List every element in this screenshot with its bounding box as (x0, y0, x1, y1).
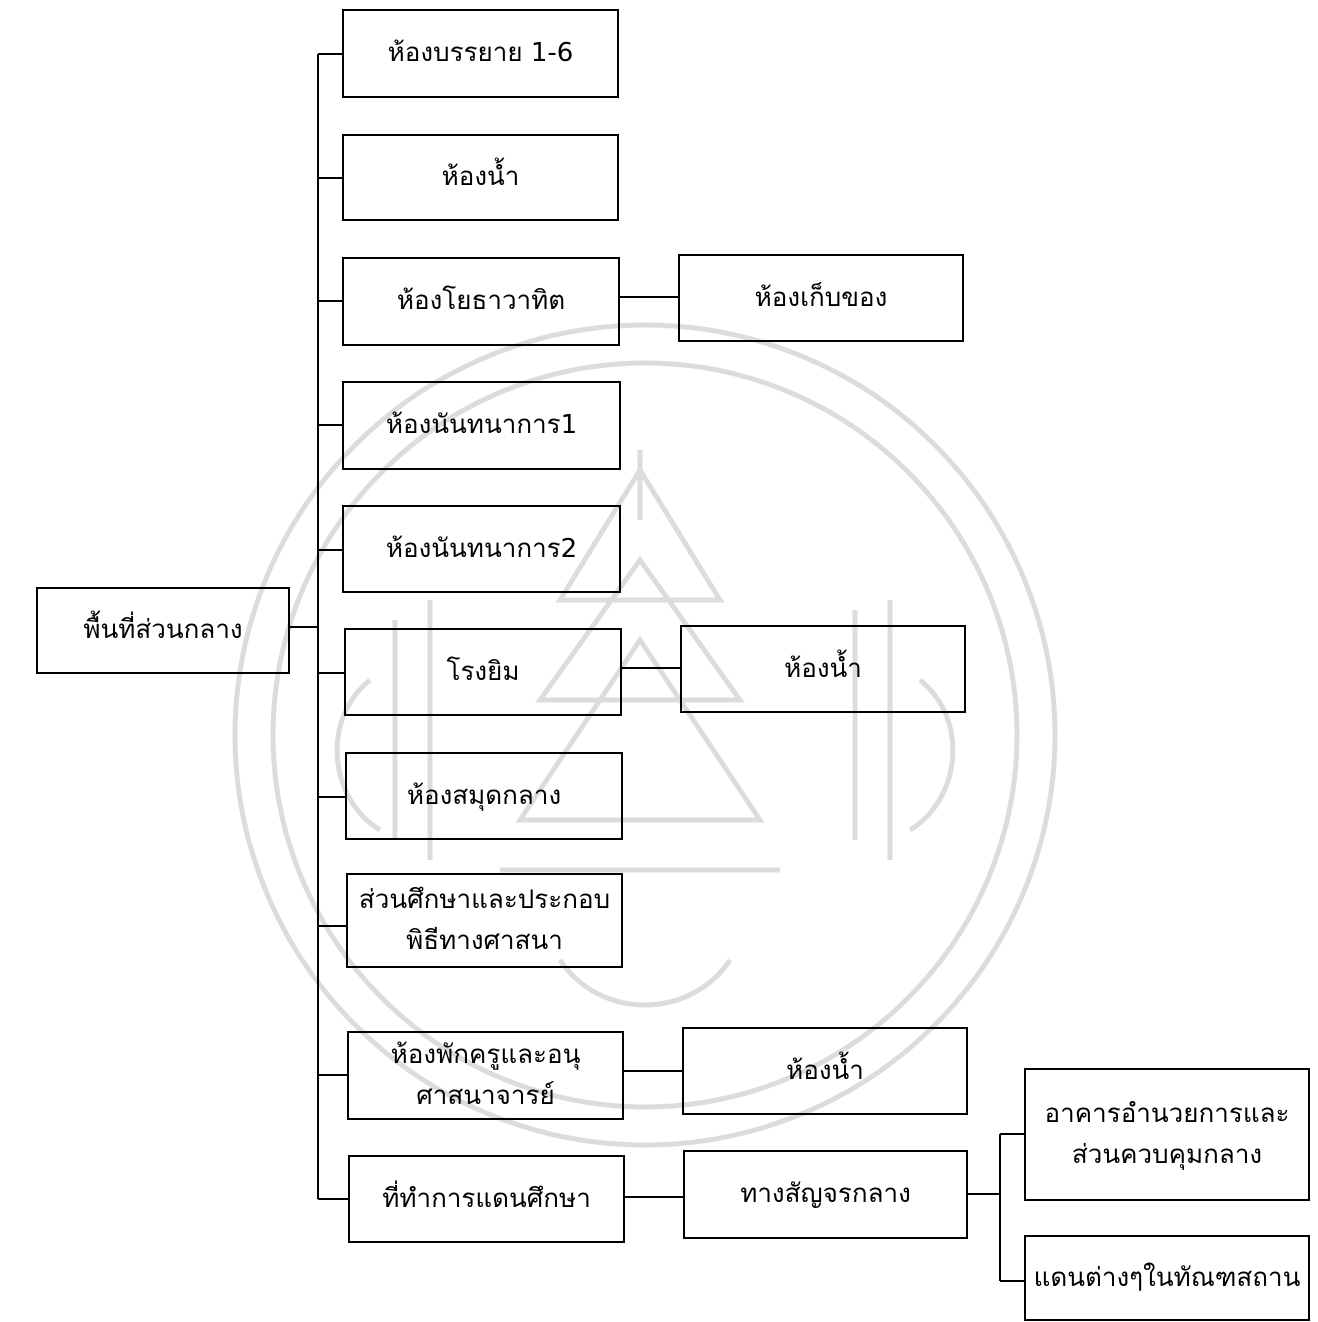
branch-label: ที่ทำการแดนศึกษา (382, 1183, 591, 1214)
root-label: พื้นที่ส่วนกลาง (83, 615, 243, 646)
root-node: พื้นที่ส่วนกลาง (36, 587, 290, 674)
grandchild-label: อาคารอำนวยการและ ส่วนควบคุมกลาง (1044, 1099, 1290, 1170)
grandchild-node-correctional-zones: แดนต่างๆในทัณฑสถาน (1024, 1235, 1310, 1321)
branch-node-lecture-rooms: ห้องบรรยาย 1-6 (342, 9, 619, 98)
branch-label: ห้องสมุดกลาง (406, 780, 562, 811)
child-node-storage-room: ห้องเก็บของ (678, 254, 964, 342)
branch-node-restroom: ห้องน้ำ (342, 134, 619, 221)
branch-node-gym: โรงยิม (344, 628, 622, 716)
grandchild-node-admin-building: อาคารอำนวยการและ ส่วนควบคุมกลาง (1024, 1068, 1310, 1201)
branch-label: ห้องโยธาวาทิต (396, 286, 566, 317)
child-label: ทางสัญจรกลาง (740, 1179, 911, 1210)
branch-label: ห้องนันทนาการ2 (385, 533, 578, 564)
child-node-central-circulation: ทางสัญจรกลาง (683, 1150, 968, 1239)
child-node-gym-restroom: ห้องน้ำ (680, 625, 966, 713)
branch-label: ห้องนันทนาการ1 (385, 410, 578, 441)
branch-label: โรงยิม (446, 656, 520, 687)
branch-node-band-room: ห้องโยธาวาทิต (342, 257, 620, 346)
branch-label: ส่วนศึกษาและประกอบ พิธีทางศาสนา (358, 885, 611, 956)
branch-node-education-office: ที่ทำการแดนศึกษา (348, 1155, 625, 1243)
branch-node-recreation-2: ห้องนันทนาการ2 (342, 505, 621, 593)
branch-node-teacher-lounge: ห้องพักครูและอนุ ศาสนาจารย์ (347, 1031, 624, 1120)
branch-label: ห้องบรรยาย 1-6 (387, 38, 574, 69)
branch-label: ห้องน้ำ (441, 162, 520, 193)
child-label: ห้องเก็บของ (754, 282, 888, 313)
child-label: ห้องน้ำ (786, 1055, 864, 1086)
grandchild-label: แดนต่างๆในทัณฑสถาน (1033, 1262, 1301, 1293)
branch-label: ห้องพักครูและอนุ ศาสนาจารย์ (390, 1040, 581, 1111)
branch-node-central-library: ห้องสมุดกลาง (345, 752, 623, 840)
child-label: ห้องน้ำ (784, 653, 862, 684)
branch-node-religious-study: ส่วนศึกษาและประกอบ พิธีทางศาสนา (346, 873, 623, 968)
branch-node-recreation-1: ห้องนันทนาการ1 (342, 381, 621, 470)
child-node-lounge-restroom: ห้องน้ำ (682, 1027, 968, 1115)
